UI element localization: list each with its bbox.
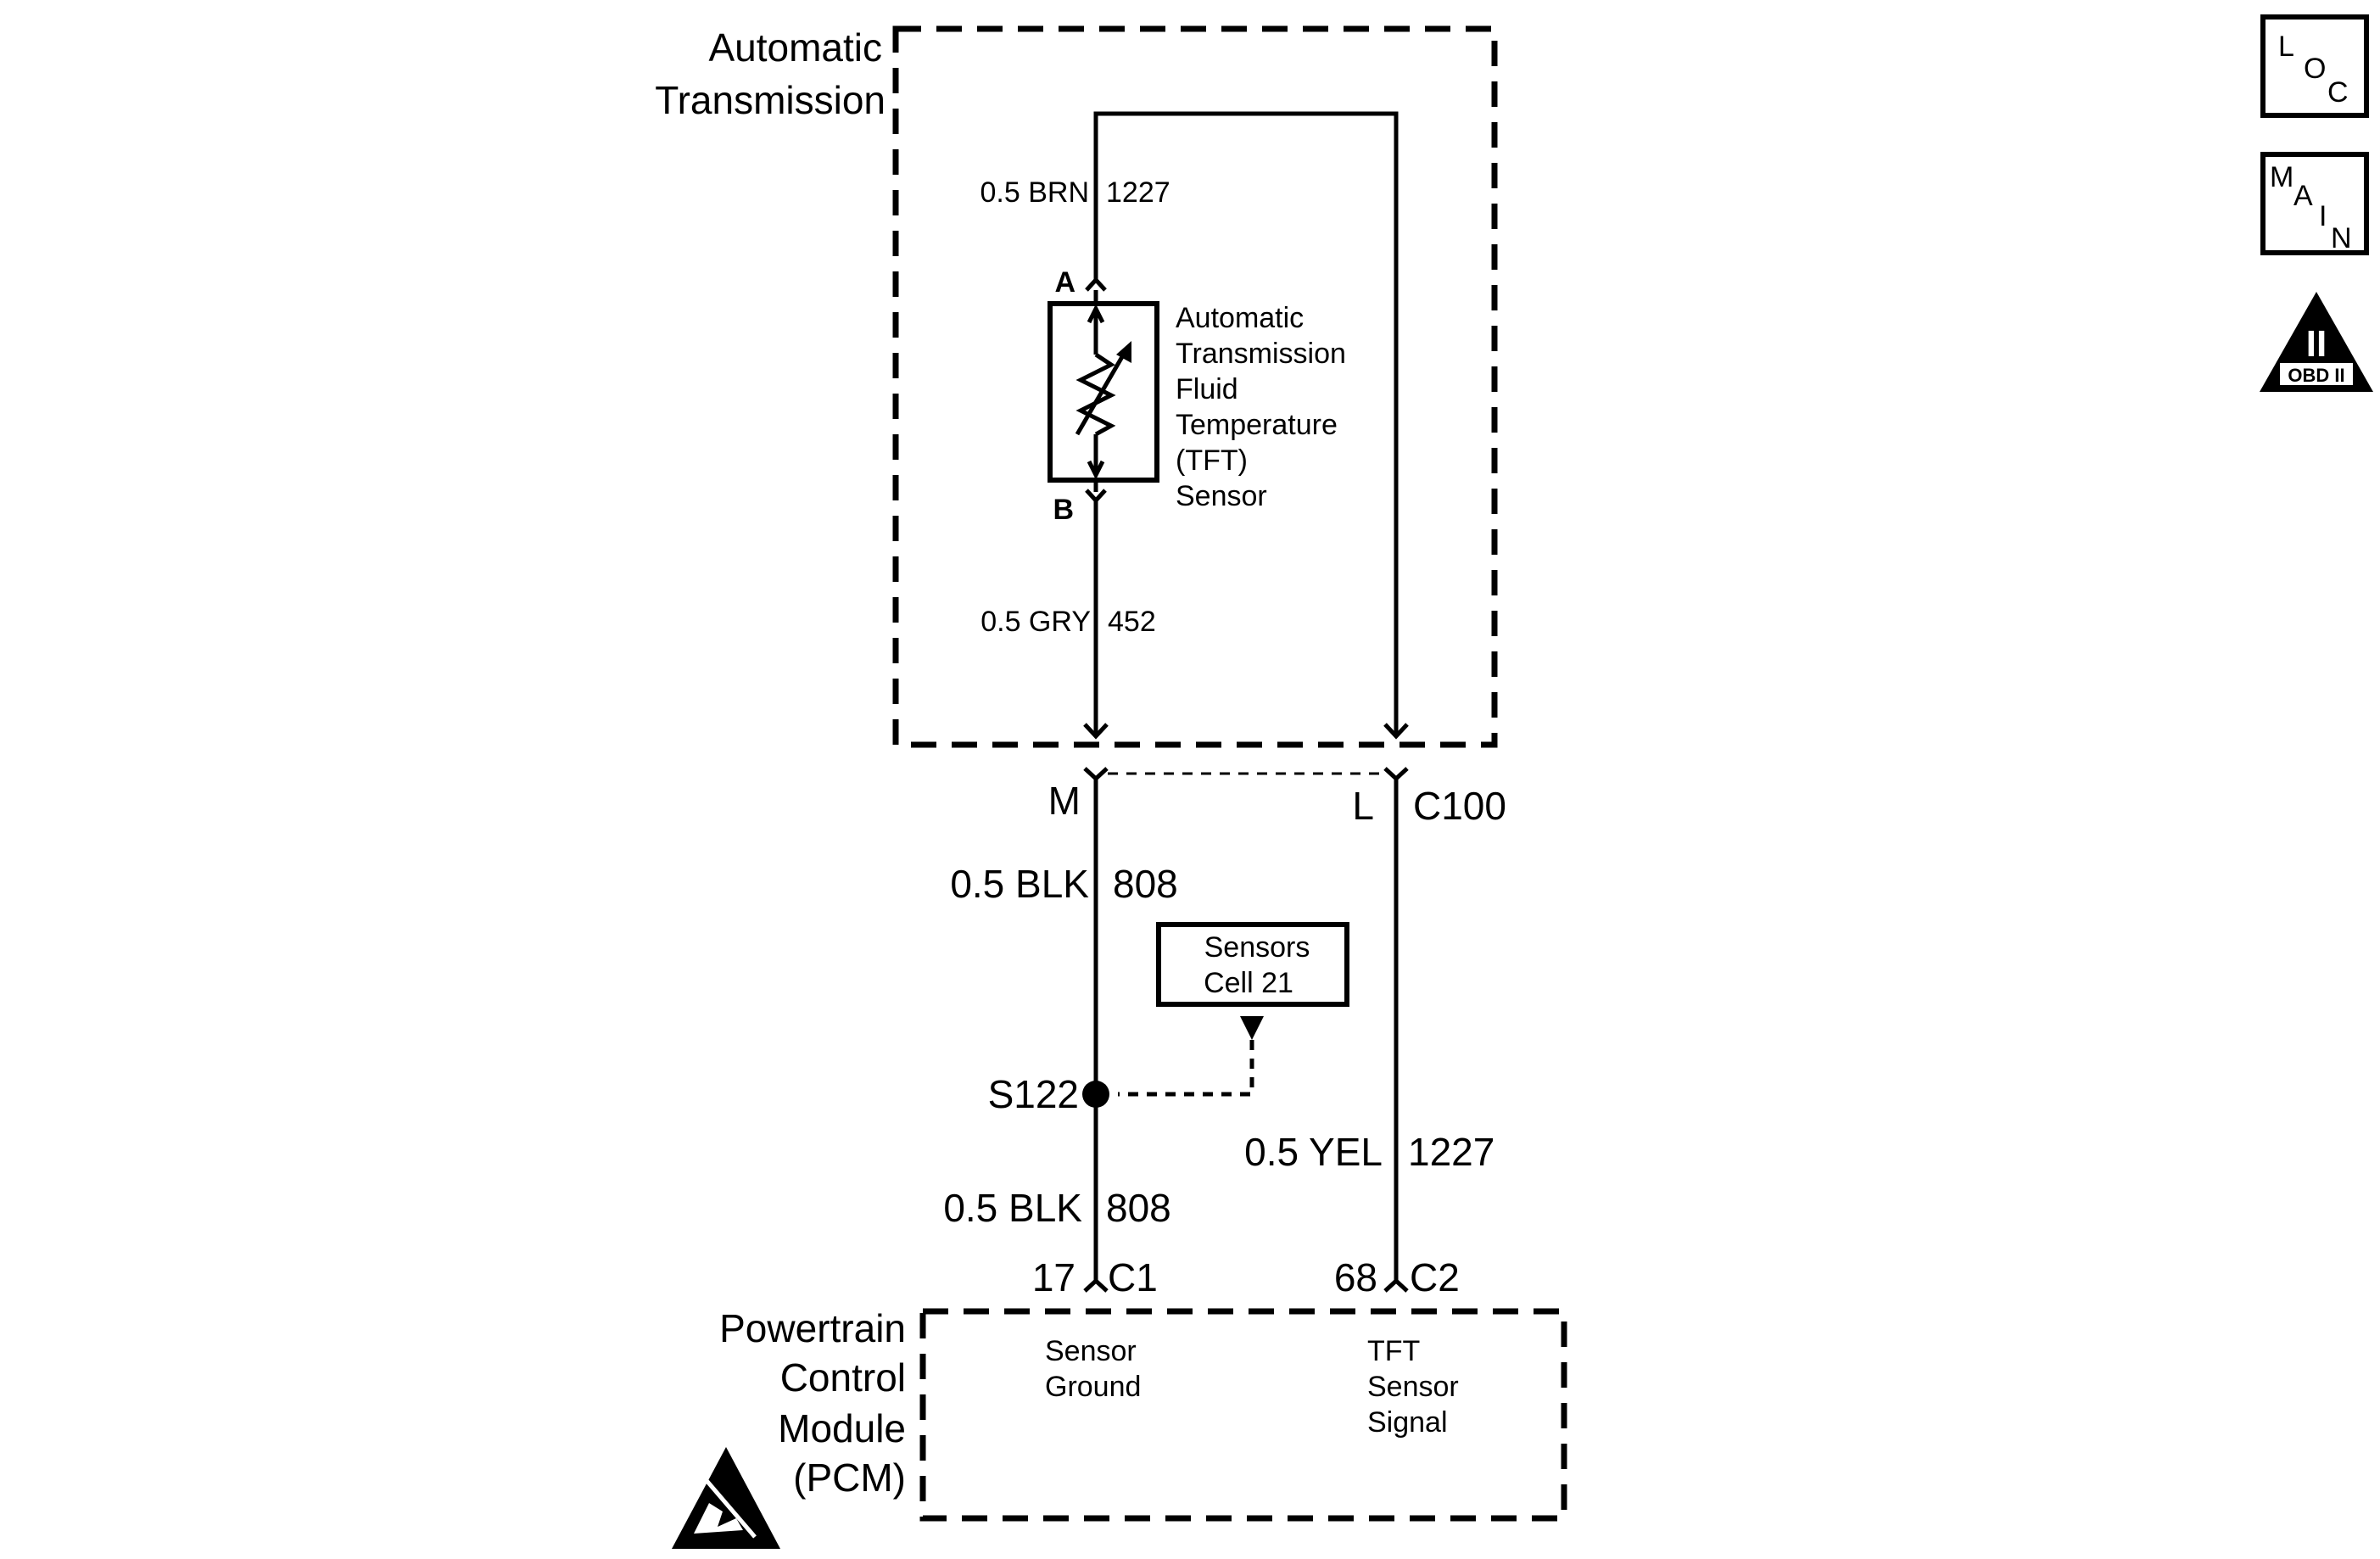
wire-yel-color: 0.5 YEL bbox=[1244, 1130, 1383, 1174]
c100-m-arrow bbox=[1083, 723, 1109, 740]
wire-blk-lower-color: 0.5 BLK bbox=[943, 1186, 1082, 1230]
svg-text:O: O bbox=[2304, 53, 2326, 85]
pcm-tft-signal-3: Signal bbox=[1367, 1406, 1448, 1439]
pcm-c2-connector bbox=[1383, 1277, 1409, 1293]
esd-warning-icon bbox=[672, 1447, 780, 1549]
obd-ii-icon[interactable]: II OBD II bbox=[2260, 292, 2373, 392]
sensors-cell-line1: Sensors bbox=[1204, 931, 1310, 964]
pcm-title-line2: Control bbox=[780, 1355, 906, 1400]
main-icon[interactable]: M A I N bbox=[2260, 152, 2369, 255]
svg-text:N: N bbox=[2331, 222, 2352, 254]
svg-text:II: II bbox=[2306, 323, 2327, 365]
tft-sensor-box bbox=[1048, 301, 1159, 483]
pcm-c1-name: C1 bbox=[1108, 1255, 1158, 1299]
wire-top-color: 0.5 BRN bbox=[980, 176, 1090, 209]
resistor-icon bbox=[1075, 304, 1116, 480]
sensors-cell-box[interactable] bbox=[1156, 922, 1349, 1007]
c100-l-arrow bbox=[1383, 723, 1409, 740]
wire-blk-lower-circuit: 808 bbox=[1106, 1186, 1171, 1230]
reference-pointer-icon bbox=[1240, 1016, 1264, 1040]
pcm-sensor-ground-2: Ground bbox=[1045, 1371, 1141, 1403]
svg-text:OBD II: OBD II bbox=[2288, 365, 2344, 386]
pcm-c1-pin: 17 bbox=[1032, 1255, 1075, 1299]
c100-m-mate bbox=[1083, 767, 1109, 782]
pcm-c2-name: C2 bbox=[1410, 1255, 1460, 1299]
pcm-tft-signal-2: Sensor bbox=[1367, 1371, 1459, 1403]
wire-top-circuit: 1227 bbox=[1106, 176, 1170, 209]
sensor-label-3: Fluid bbox=[1176, 373, 1238, 405]
svg-text:C: C bbox=[2327, 76, 2349, 109]
wire-blk-upper-circuit: 808 bbox=[1113, 862, 1178, 906]
sensor-label-1: Automatic bbox=[1176, 302, 1304, 334]
pcm-title-line1: Powertrain bbox=[719, 1306, 906, 1350]
pcm-tft-signal-1: TFT bbox=[1367, 1335, 1420, 1367]
sensors-cell-line2: Cell 21 bbox=[1204, 967, 1293, 999]
c100-pin-l: L bbox=[1352, 784, 1374, 828]
splice-reference-link bbox=[1118, 1040, 1254, 1097]
wire-brn-1227 bbox=[1093, 111, 1399, 736]
splice-label: S122 bbox=[988, 1072, 1079, 1116]
pcm-title-line4: (PCM) bbox=[793, 1456, 906, 1500]
pin-a-label: A bbox=[1054, 266, 1075, 299]
pcm-c2-pin: 68 bbox=[1334, 1255, 1377, 1299]
svg-text:A: A bbox=[2293, 180, 2313, 212]
transmission-title-line1: Automatic bbox=[708, 25, 882, 70]
variable-arrow-icon bbox=[1075, 341, 1131, 436]
sensor-label-4: Temperature bbox=[1176, 409, 1338, 441]
wire-blk-upper-color: 0.5 BLK bbox=[950, 862, 1089, 906]
wire-yel-circuit: 1227 bbox=[1408, 1130, 1494, 1174]
sensor-label-2: Transmission bbox=[1176, 338, 1346, 370]
pin-b-label: B bbox=[1053, 494, 1074, 526]
c100-name: C100 bbox=[1413, 784, 1506, 828]
loc-icon[interactable]: L O C bbox=[2260, 14, 2369, 118]
svg-text:I: I bbox=[2319, 200, 2327, 232]
wire-mid-circuit: 452 bbox=[1108, 606, 1156, 638]
transmission-enclosure bbox=[892, 25, 1498, 748]
pcm-enclosure bbox=[919, 1308, 1567, 1522]
wire-mid-color: 0.5 GRY bbox=[980, 606, 1091, 638]
pcm-c1-connector bbox=[1083, 1277, 1109, 1293]
sensor-label-6: Sensor bbox=[1176, 480, 1267, 512]
c100-l-mate bbox=[1383, 767, 1409, 782]
svg-text:L: L bbox=[2278, 31, 2294, 63]
c100-pin-m: M bbox=[1048, 779, 1081, 823]
pin-a-connector bbox=[1085, 277, 1107, 292]
sensor-label-5: (TFT) bbox=[1176, 444, 1248, 477]
transmission-title-line2: Transmission bbox=[655, 78, 886, 122]
svg-text:M: M bbox=[2270, 161, 2293, 193]
pcm-title-line3: Module bbox=[778, 1406, 906, 1450]
pcm-sensor-ground-1: Sensor bbox=[1045, 1335, 1137, 1367]
